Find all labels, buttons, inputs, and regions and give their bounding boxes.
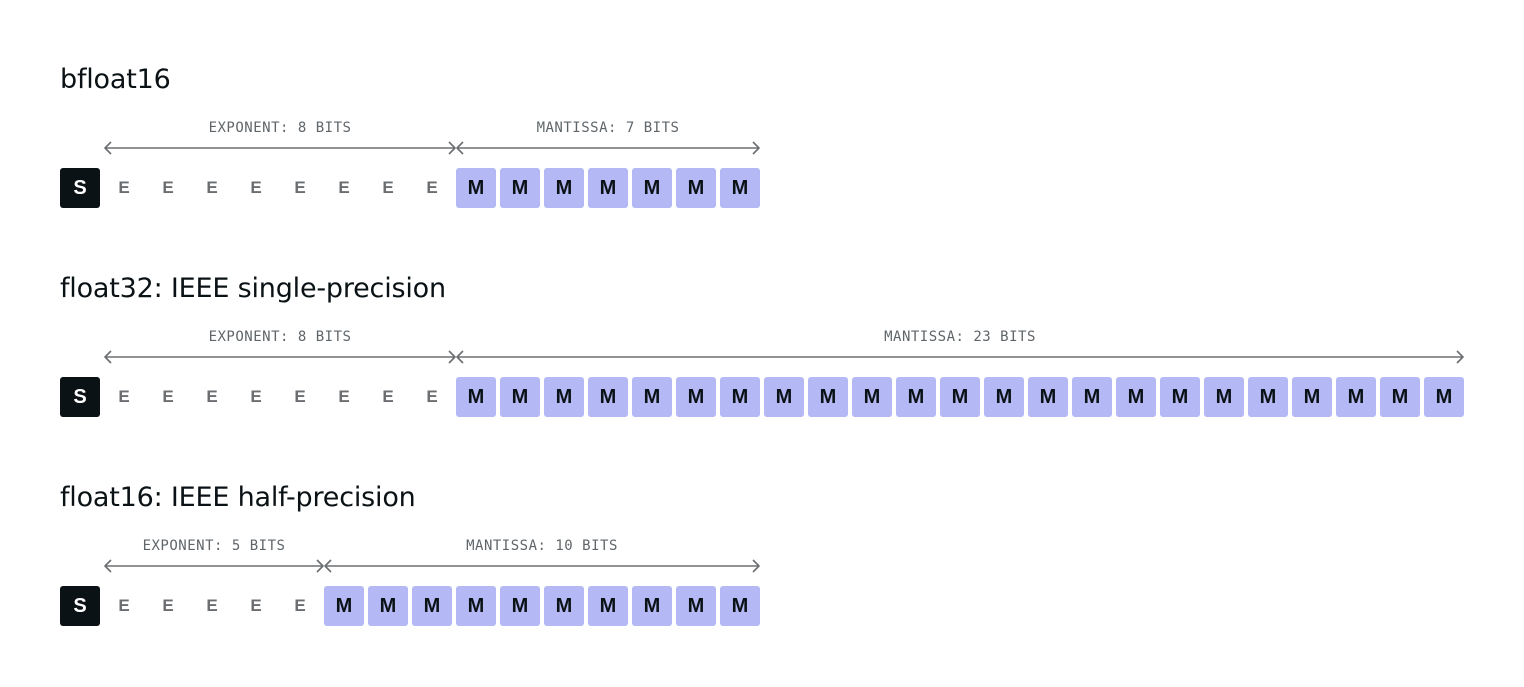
- exponent-arrow: [104, 559, 324, 573]
- mantissa-bit: M: [412, 586, 452, 626]
- sign-bit: S: [60, 586, 100, 626]
- mantissa-bit: M: [456, 586, 496, 626]
- mantissa-arrow: [324, 559, 760, 573]
- exponent-label: EXPONENT: 8 BITS: [208, 120, 352, 136]
- mantissa-bit: M: [1160, 377, 1200, 417]
- mantissa-bit: M: [588, 586, 628, 626]
- mantissa-bit: M: [676, 586, 716, 626]
- mantissa-bit: M: [588, 377, 628, 417]
- dimension-arrows: [104, 350, 1464, 364]
- exponent-bit: E: [294, 387, 306, 406]
- exponent-bit: E: [250, 387, 262, 406]
- exponent-bit: E: [118, 178, 130, 197]
- mantissa-bit: M: [500, 377, 540, 417]
- sign-bit: S: [60, 377, 100, 417]
- dimension-arrows: [104, 559, 760, 573]
- mantissa-bit: M: [984, 377, 1024, 417]
- mantissa-bit: M: [808, 377, 848, 417]
- exponent-bit: E: [118, 387, 130, 406]
- mantissa-bit: M: [764, 377, 804, 417]
- mantissa-label: MANTISSA: 10 BITS: [466, 538, 618, 554]
- format-title: float32: IEEE single-precision: [60, 273, 446, 304]
- mantissa-bit: M: [720, 377, 760, 417]
- mantissa-bit: M: [1072, 377, 1112, 417]
- mantissa-bit: M: [324, 586, 364, 626]
- mantissa-bit: M: [456, 168, 496, 208]
- format-title: bfloat16: [60, 64, 171, 95]
- mantissa-bit: M: [456, 377, 496, 417]
- exponent-label: EXPONENT: 5 BITS: [142, 538, 286, 554]
- mantissa-bit: M: [632, 586, 672, 626]
- mantissa-bit: M: [1248, 377, 1288, 417]
- mantissa-bit: M: [676, 168, 716, 208]
- exponent-label: EXPONENT: 8 BITS: [208, 329, 352, 345]
- exponent-bit: E: [382, 387, 394, 406]
- mantissa-bit: M: [940, 377, 980, 417]
- mantissa-bit: M: [1424, 377, 1464, 417]
- exponent-bit: E: [338, 178, 350, 197]
- exponent-bit: E: [294, 596, 306, 615]
- mantissa-bit: M: [1292, 377, 1332, 417]
- exponent-bit: E: [382, 178, 394, 197]
- format-title: float16: IEEE half-precision: [60, 482, 416, 513]
- mantissa-bit: M: [544, 377, 584, 417]
- mantissa-bit: M: [544, 586, 584, 626]
- exponent-bit: E: [426, 387, 438, 406]
- exponent-bit: E: [162, 596, 174, 615]
- exponent-bit: E: [206, 178, 218, 197]
- mantissa-bit: M: [1204, 377, 1244, 417]
- exponent-bit: E: [118, 596, 130, 615]
- exponent-bit: E: [294, 178, 306, 197]
- exponent-bit: E: [162, 178, 174, 197]
- exponent-bit: E: [250, 596, 262, 615]
- mantissa-bit: M: [1380, 377, 1420, 417]
- mantissa-bit: M: [588, 168, 628, 208]
- exponent-bit: E: [426, 178, 438, 197]
- sign-bit: S: [60, 168, 100, 208]
- mantissa-bit: M: [368, 586, 408, 626]
- mantissa-bit: M: [500, 586, 540, 626]
- mantissa-bit: M: [1028, 377, 1068, 417]
- exponent-bit: E: [250, 178, 262, 197]
- exponent-bit: E: [206, 596, 218, 615]
- exponent-arrow: [104, 141, 456, 155]
- mantissa-arrow: [456, 141, 760, 155]
- mantissa-bit: M: [720, 586, 760, 626]
- exponent-bit: E: [162, 387, 174, 406]
- mantissa-bit: M: [632, 168, 672, 208]
- mantissa-label: MANTISSA: 23 BITS: [884, 329, 1036, 345]
- mantissa-bit: M: [852, 377, 892, 417]
- dimension-arrows: [104, 141, 760, 155]
- mantissa-bit: M: [1116, 377, 1156, 417]
- mantissa-bit: M: [720, 168, 760, 208]
- mantissa-bit: M: [1336, 377, 1376, 417]
- mantissa-bit: M: [500, 168, 540, 208]
- exponent-bit: E: [338, 387, 350, 406]
- exponent-arrow: [104, 350, 456, 364]
- mantissa-bit: M: [896, 377, 936, 417]
- mantissa-bit: M: [676, 377, 716, 417]
- exponent-bit: E: [206, 387, 218, 406]
- mantissa-label: MANTISSA: 7 BITS: [536, 120, 680, 136]
- mantissa-bit: M: [544, 168, 584, 208]
- mantissa-bit: M: [632, 377, 672, 417]
- mantissa-arrow: [456, 350, 1464, 364]
